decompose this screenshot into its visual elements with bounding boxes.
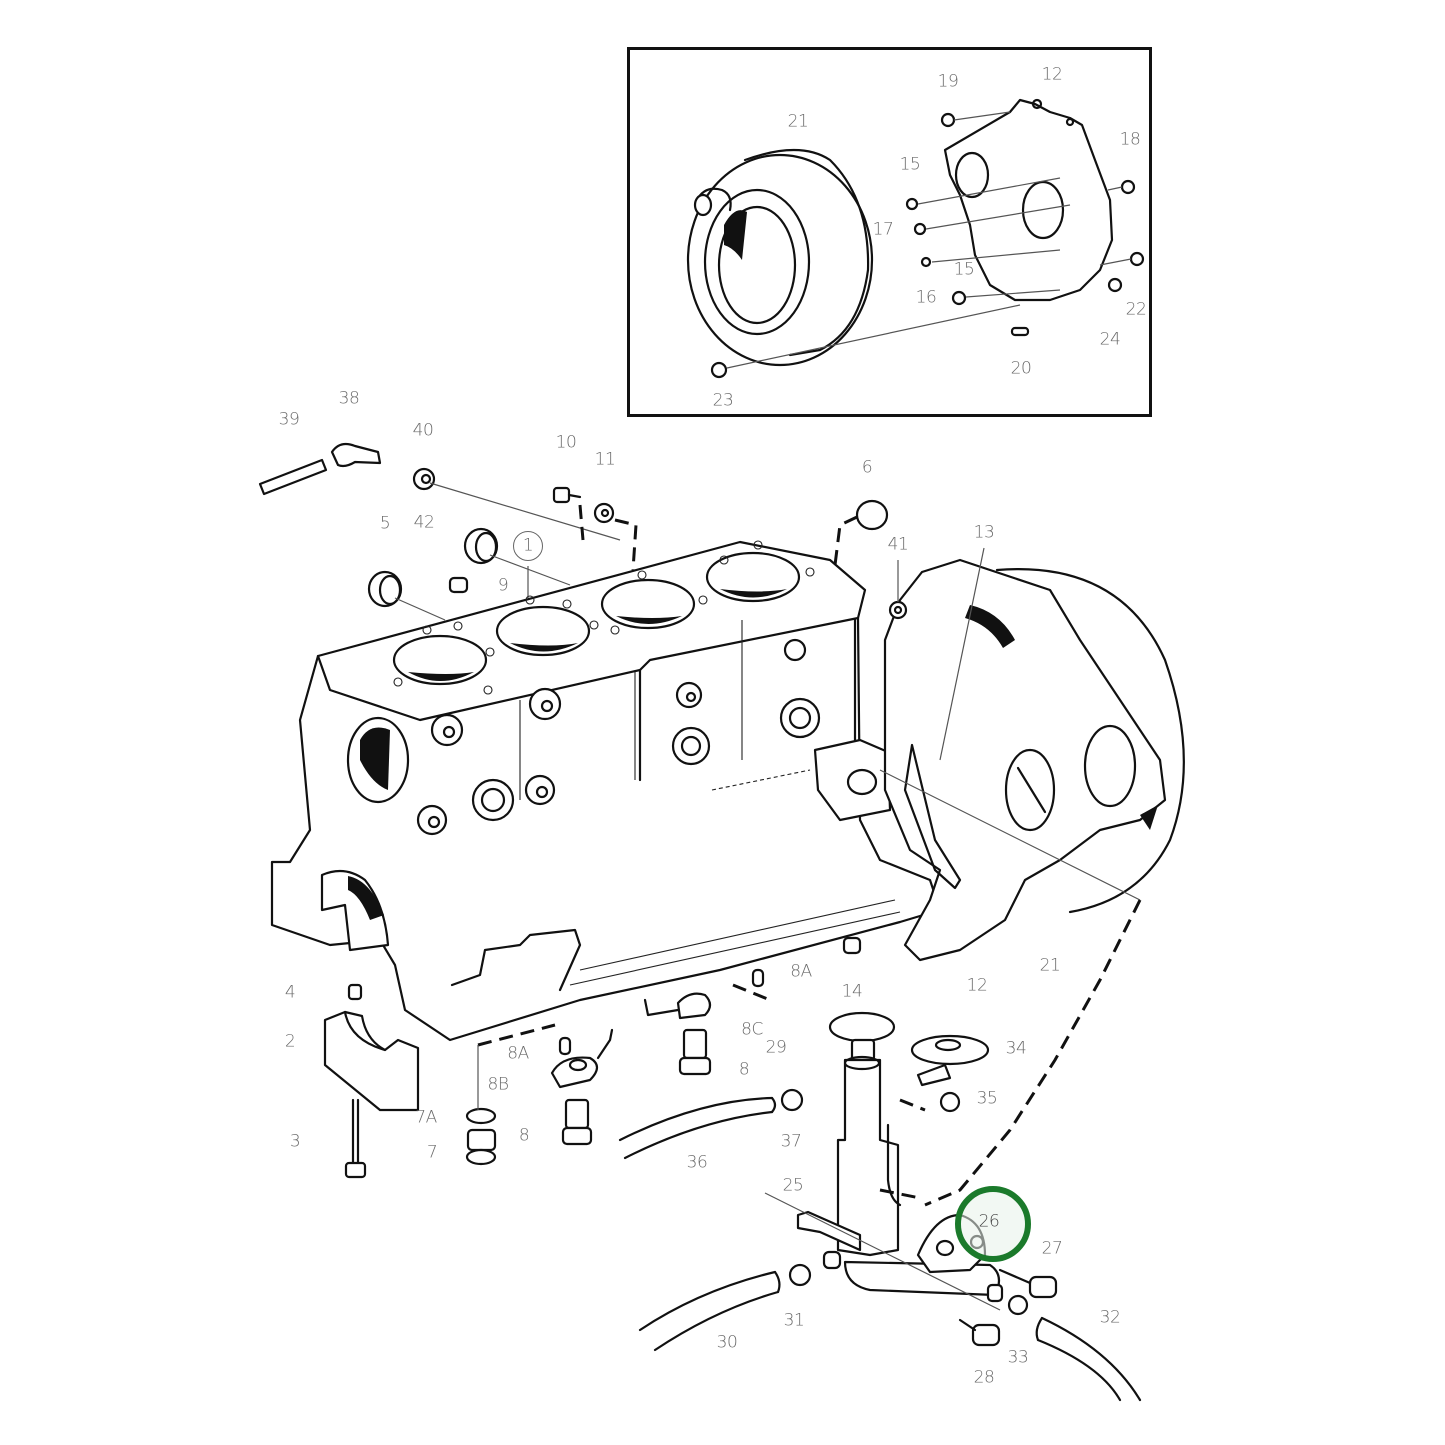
callout-26-highlighted[interactable]: 26 — [978, 1211, 1000, 1232]
callout-41[interactable]: 41 — [887, 534, 909, 555]
callout-5[interactable]: 5 — [379, 513, 391, 534]
callout-24[interactable]: 24 — [1099, 329, 1121, 350]
callout-27[interactable]: 27 — [1041, 1238, 1063, 1259]
callout-2[interactable]: 2 — [284, 1031, 296, 1052]
callout-8b[interactable]: 8B — [487, 1074, 509, 1095]
callout-22[interactable]: 22 — [1125, 299, 1147, 320]
callout-8a[interactable]: 8A — [507, 1043, 529, 1064]
callout-4[interactable]: 4 — [284, 982, 296, 1003]
flywheel-housing-inset-art — [686, 98, 1145, 379]
circled-callout-frame — [513, 531, 543, 561]
callout-7a[interactable]: 7A — [415, 1107, 437, 1128]
highlight-ring-part-26[interactable] — [955, 1186, 1031, 1262]
callout-15[interactable]: 15 — [899, 154, 921, 175]
callout-29[interactable]: 29 — [765, 1037, 787, 1058]
callout-8c[interactable]: 8C — [741, 1019, 763, 1040]
callout-35[interactable]: 35 — [976, 1088, 998, 1109]
callout-11[interactable]: 11 — [594, 449, 616, 470]
engine-block-art — [270, 540, 942, 1042]
main-bearing-cap-art — [323, 936, 862, 1179]
callout-25[interactable]: 25 — [782, 1175, 804, 1196]
callout-19[interactable]: 19 — [937, 71, 959, 92]
callout-9[interactable]: 9 — [497, 575, 509, 596]
top-fittings-art — [258, 442, 889, 621]
callout-31[interactable]: 31 — [783, 1310, 805, 1331]
callout-21-inset[interactable]: 21 — [787, 111, 809, 132]
callout-36[interactable]: 36 — [686, 1152, 708, 1173]
callout-32[interactable]: 32 — [1099, 1307, 1121, 1328]
callout-1-circled[interactable]: 1 — [522, 535, 534, 556]
callout-8[interactable]: 8 — [738, 1059, 750, 1080]
callout-38[interactable]: 38 — [338, 388, 360, 409]
callout-40[interactable]: 40 — [412, 420, 434, 441]
callout-42[interactable]: 42 — [413, 512, 435, 533]
callout-16[interactable]: 16 — [915, 287, 937, 308]
callout-8-lower[interactable]: 8 — [518, 1125, 530, 1146]
flywheel-housing-main-art — [879, 547, 1185, 1207]
callout-12-main[interactable]: 12 — [966, 975, 988, 996]
callout-13[interactable]: 13 — [973, 522, 995, 543]
callout-3[interactable]: 3 — [289, 1131, 301, 1152]
callout-20[interactable]: 20 — [1010, 358, 1032, 379]
callout-14[interactable]: 14 — [841, 981, 863, 1002]
callout-33[interactable]: 33 — [1007, 1347, 1029, 1368]
callout-12-inset[interactable]: 12 — [1041, 64, 1063, 85]
callout-30[interactable]: 30 — [716, 1332, 738, 1353]
callout-28[interactable]: 28 — [973, 1367, 995, 1388]
callout-39[interactable]: 39 — [278, 409, 300, 430]
callout-15-second[interactable]: 15 — [953, 259, 975, 280]
callout-18[interactable]: 18 — [1119, 129, 1141, 150]
callout-7[interactable]: 7 — [426, 1142, 438, 1163]
callout-8a-top[interactable]: 8A — [790, 961, 812, 982]
callout-17[interactable]: 17 — [872, 219, 894, 240]
callout-10[interactable]: 10 — [555, 432, 577, 453]
callout-34[interactable]: 34 — [1005, 1038, 1027, 1059]
callout-37[interactable]: 37 — [780, 1131, 802, 1152]
callout-23[interactable]: 23 — [712, 390, 734, 411]
callout-6[interactable]: 6 — [861, 457, 873, 478]
callout-21-main[interactable]: 21 — [1039, 955, 1061, 976]
